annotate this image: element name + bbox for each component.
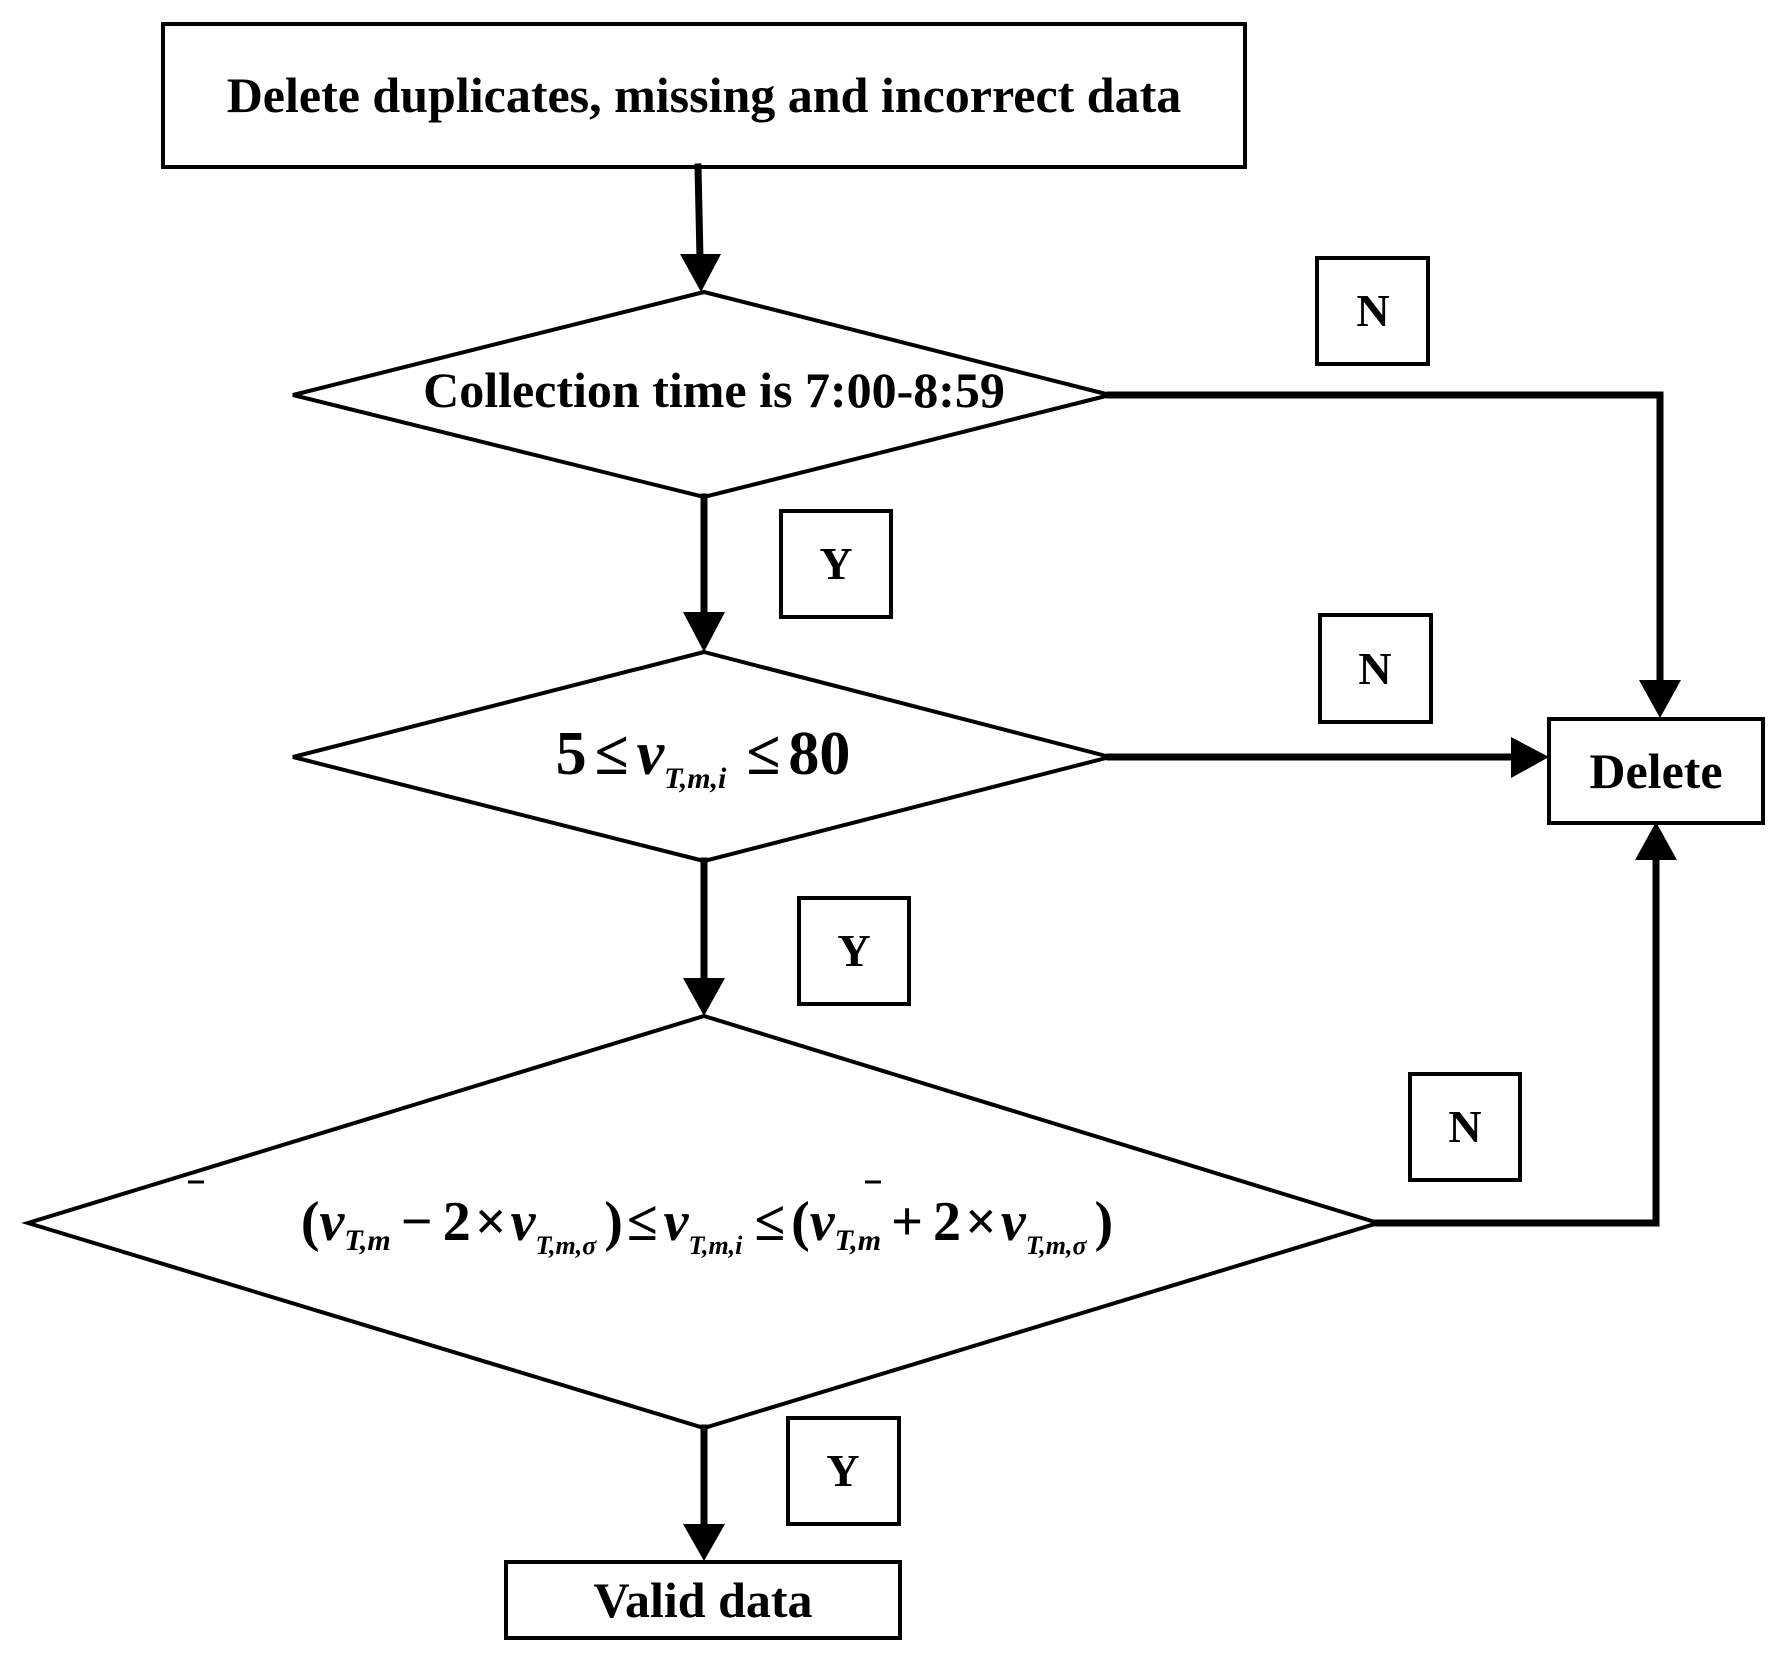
label-y-time-text: Y bbox=[819, 538, 852, 589]
label-y-time: Y bbox=[779, 509, 893, 619]
edge-deviation-to-delete bbox=[1374, 822, 1677, 1227]
label-n-speed-box bbox=[1318, 613, 1433, 724]
dev-sd2: v bbox=[1001, 1191, 1027, 1253]
label-n-dev: N bbox=[1408, 1072, 1522, 1182]
dev-plus: + bbox=[891, 1191, 923, 1253]
edge-start-to-time bbox=[680, 163, 721, 292]
speed-le2: ≤ bbox=[746, 720, 780, 788]
dev-sd1: v bbox=[511, 1191, 537, 1253]
valid-box bbox=[504, 1560, 902, 1640]
deviation-check-node: (vT,m−2×vT,m,σ)≤vT,m,i≤(vT,m+2×vT,m,σ) bbox=[21, 1013, 1385, 1431]
valid-label: Valid data bbox=[593, 1572, 812, 1628]
label-y-speed-box bbox=[797, 896, 911, 1006]
dev-mean1: v bbox=[320, 1191, 346, 1253]
edge-speed-to-delete bbox=[1106, 737, 1549, 778]
dev-rparen1: ) bbox=[604, 1191, 623, 1253]
dev-sd2-sub: T,m,σ bbox=[1026, 1231, 1088, 1260]
label-y-speed: Y bbox=[797, 896, 911, 1006]
speed-high: 80 bbox=[788, 720, 850, 788]
start-box bbox=[161, 22, 1247, 169]
dev-mean1-sub: T,m bbox=[344, 1224, 390, 1257]
dev-le1: ≤ bbox=[627, 1191, 658, 1253]
dev-minus: − bbox=[401, 1191, 433, 1253]
speed-var: v bbox=[637, 720, 666, 788]
label-n-time-box bbox=[1315, 256, 1430, 366]
valid-node: Valid data bbox=[504, 1560, 902, 1640]
edge-time-to-delete bbox=[1106, 391, 1681, 718]
label-y-speed-text: Y bbox=[837, 925, 870, 976]
label-n-time: N bbox=[1315, 256, 1430, 366]
label-y-dev-text: Y bbox=[826, 1445, 859, 1496]
speed-le1: ≤ bbox=[595, 720, 629, 788]
dev-lparen1: ( bbox=[301, 1191, 320, 1253]
delete-label: Delete bbox=[1589, 743, 1722, 799]
label-n-speed-text: N bbox=[1358, 643, 1391, 694]
label-n-time-text: N bbox=[1356, 285, 1389, 336]
start-node: Delete duplicates, missing and incorrect… bbox=[161, 22, 1247, 169]
dev-mean2-sub: T,m bbox=[835, 1224, 881, 1257]
label-y-time-box bbox=[779, 509, 893, 619]
speed-range-node: 5≤vT,m,i≤80 bbox=[292, 649, 1111, 864]
dev-le2: ≤ bbox=[754, 1191, 785, 1253]
label-n-dev-box bbox=[1408, 1072, 1522, 1182]
dev-two2: 2 bbox=[933, 1191, 961, 1253]
deviation-check-label: (vT,m−2×vT,m,σ)≤vT,m,i≤(vT,m+2×vT,m,σ) bbox=[301, 1191, 1113, 1260]
label-y-dev-box bbox=[786, 1416, 901, 1526]
deviation-check-diamond bbox=[21, 1013, 1385, 1431]
speed-range-label: 5≤vT,m,i≤80 bbox=[556, 720, 851, 795]
dev-times1: × bbox=[475, 1191, 507, 1253]
dev-var: v bbox=[664, 1191, 690, 1253]
dev-mean2: v bbox=[810, 1191, 836, 1253]
start-label: Delete duplicates, missing and incorrect… bbox=[227, 67, 1182, 123]
time-check-label: Collection time is 7:00-8:59 bbox=[423, 362, 1005, 418]
label-n-dev-text: N bbox=[1448, 1101, 1481, 1152]
dev-var-sub: T,m,i bbox=[688, 1231, 743, 1260]
dev-times2: × bbox=[965, 1191, 997, 1253]
label-n-speed: N bbox=[1318, 613, 1433, 724]
edge-time-to-speed bbox=[683, 493, 725, 652]
dev-rparen2: ) bbox=[1095, 1191, 1114, 1253]
speed-low: 5 bbox=[556, 720, 587, 788]
edge-deviation-to-valid bbox=[683, 1424, 725, 1561]
delete-box bbox=[1547, 717, 1765, 825]
dev-sd1-sub: T,m,σ bbox=[535, 1231, 597, 1260]
dev-lparen2: ( bbox=[791, 1191, 810, 1253]
delete-node: Delete bbox=[1547, 717, 1765, 825]
label-y-dev: Y bbox=[786, 1416, 901, 1526]
dev-two1: 2 bbox=[443, 1191, 471, 1253]
speed-range-diamond bbox=[292, 649, 1111, 864]
edge-speed-to-deviation bbox=[683, 857, 725, 1016]
time-check-node: Collection time is 7:00-8:59 bbox=[292, 289, 1111, 500]
speed-var-sub: T,m,i bbox=[664, 762, 727, 795]
